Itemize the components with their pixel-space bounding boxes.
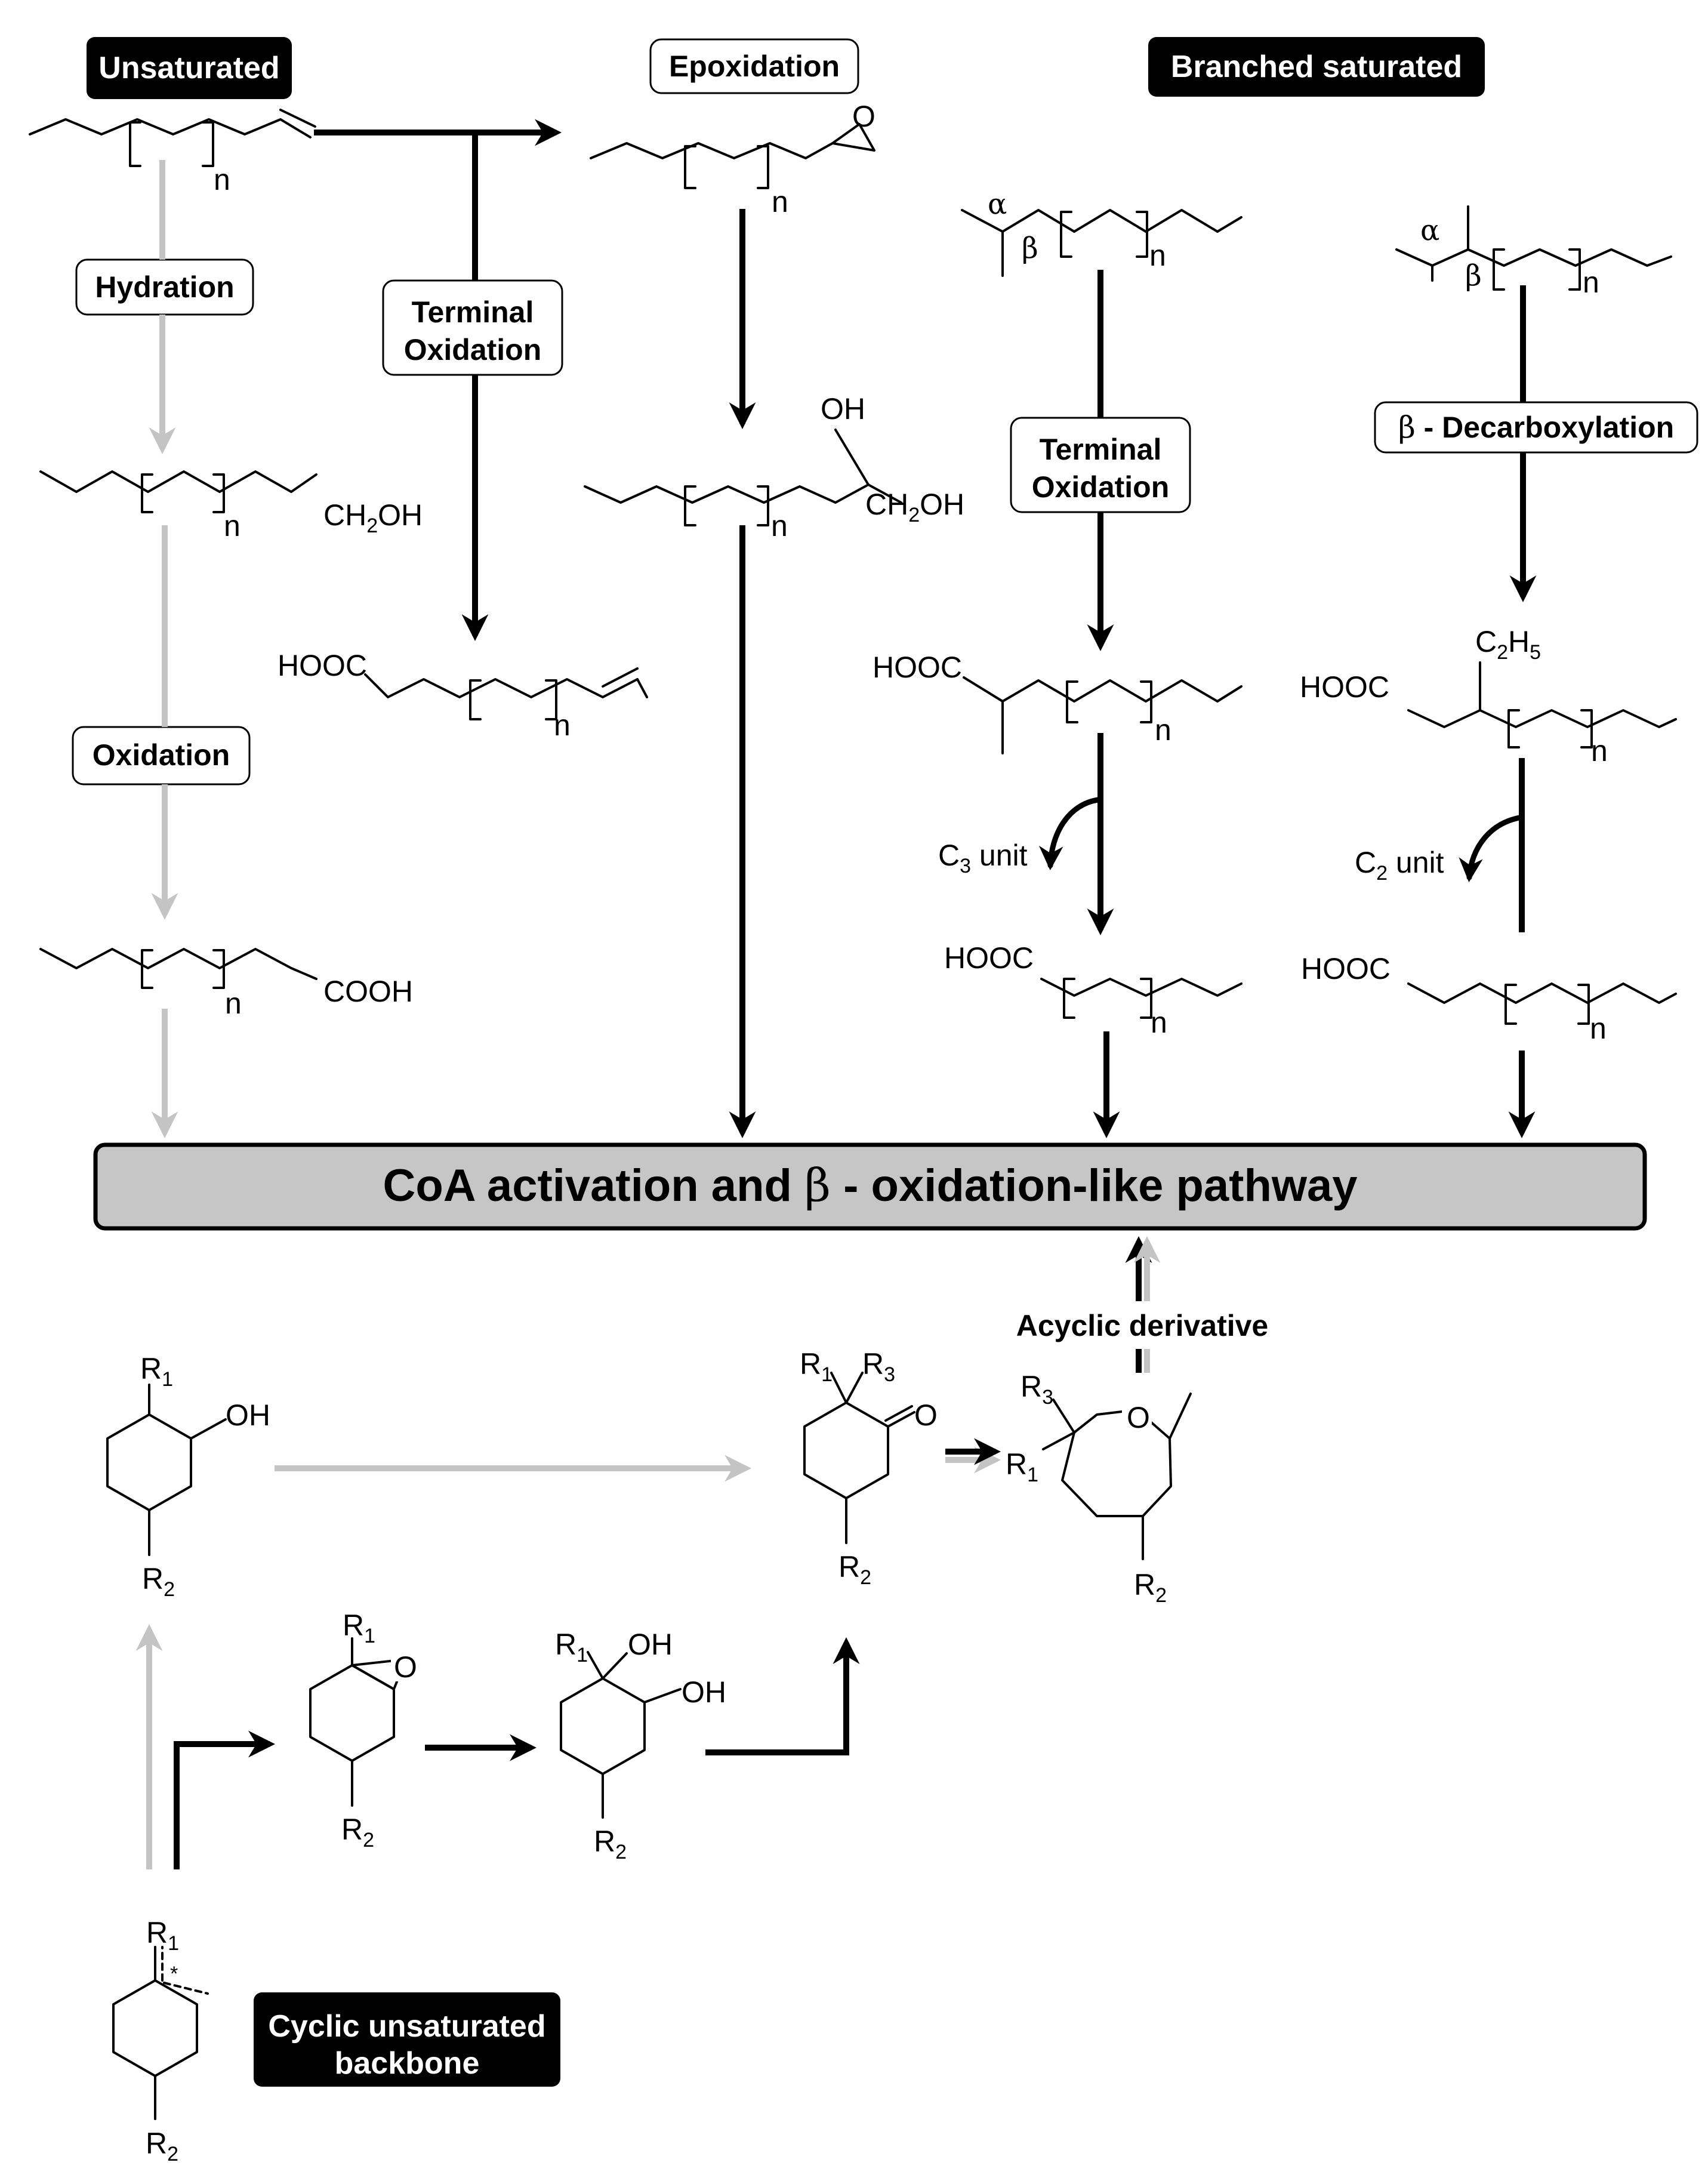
c2-unit-release-arrow — [1459, 815, 1522, 883]
n-subscript: n — [554, 708, 571, 742]
branched-acid-1-structure: HOOC n — [873, 651, 1243, 754]
r1-label: R1 — [800, 1347, 833, 1386]
unsaturated-header: Unsaturated — [87, 37, 292, 99]
hydration-label: Hydration — [95, 270, 234, 304]
c2h5-group: C2H5 — [1475, 625, 1541, 664]
n-subscript: n — [225, 987, 242, 1020]
c2-unit-label: C2 unit — [1355, 846, 1444, 885]
cyclic-unsaturated-label-1: Cyclic unsaturated — [268, 2009, 545, 2044]
terminal-oxidation-step-1: Terminal Oxidation — [382, 279, 563, 376]
r2-label: R2 — [142, 1562, 175, 1601]
alpha-label: α — [1420, 214, 1439, 247]
epoxide-oxygen: O — [394, 1650, 417, 1684]
alcohol-structure: n CH2OH — [39, 470, 423, 543]
unsaturated-alkene-structure: n — [29, 109, 316, 196]
n-subscript: n — [771, 509, 788, 543]
beta-decarboxylation-step: β - Decarboxylation — [1374, 401, 1698, 454]
cooh-group: COOH — [323, 975, 413, 1008]
oxidation-step: Oxidation — [72, 726, 251, 785]
epoxidation-label: Epoxidation — [669, 50, 840, 83]
beta-label: β — [1465, 259, 1482, 292]
cyclic-unsaturated-label-2: backbone — [335, 2046, 480, 2081]
r1-label: R1 — [1006, 1447, 1038, 1486]
acyclic-label-bg — [1003, 1301, 1289, 1349]
alpha-label: α — [988, 187, 1007, 221]
n-subscript: n — [1149, 239, 1166, 272]
shortened-acid-1-structure: HOOC n — [944, 941, 1243, 1039]
oh-group: OH — [682, 1675, 726, 1709]
ch2oh-group: CH2OH — [323, 498, 423, 537]
terminal-oxidation-step-2: Terminal Oxidation — [1010, 417, 1191, 513]
branched-beta-structure: α β n — [1395, 205, 1672, 299]
branched-acid-2-structure: HOOC C2H5 n — [1300, 625, 1677, 768]
branched-saturated-label: Branched saturated — [1171, 50, 1462, 84]
arrow-cyclic-to-epoxide — [174, 1730, 275, 1869]
r1-label: R1 — [140, 1352, 173, 1391]
carboxylic-acid-structure: n COOH — [39, 948, 413, 1020]
shortened-acid-2-structure: HOOC n — [1301, 952, 1677, 1045]
cyclic-diol-structure: R1 OH OH R2 — [555, 1628, 726, 1863]
r1-label: R1 — [146, 1916, 179, 1955]
epoxide-oxygen: O — [852, 100, 875, 133]
oh-group: OH — [628, 1628, 673, 1661]
hooc-group: HOOC — [1300, 670, 1389, 704]
r2-label: R2 — [1134, 1568, 1167, 1607]
coa-pathway-label: CoA activation and β - oxidation-like pa… — [383, 1159, 1357, 1212]
cyclic-epoxide-structure: O R1 R2 — [309, 1609, 420, 1852]
c3-unit-label: C3 unit — [938, 839, 1028, 877]
branched-saturated-header: Branched saturated — [1148, 37, 1485, 97]
r2-label: R2 — [594, 1825, 627, 1863]
hooc-group: HOOC — [278, 649, 367, 682]
hooc-group: HOOC — [944, 941, 1034, 975]
coa-pathway-bar: CoA activation and β - oxidation-like pa… — [93, 1142, 1647, 1231]
lactone-oxygen: O — [1127, 1401, 1150, 1434]
star-marker: * — [170, 1963, 178, 1985]
c3-unit-release-arrow — [1038, 797, 1101, 871]
n-subscript: n — [1591, 734, 1608, 768]
branched-alpha-structure: α β n — [961, 187, 1243, 277]
hooc-group: HOOC — [873, 651, 962, 684]
r1-label: R1 — [343, 1609, 375, 1647]
r1-label: R1 — [555, 1628, 588, 1666]
terminal-label: Terminal — [1040, 433, 1162, 466]
diol-structure: OH n CH2OH — [584, 392, 964, 543]
beta-decarboxylation-label: β - Decarboxylation — [1398, 410, 1674, 445]
terminal-acid-alkene-structure: HOOC n — [278, 649, 648, 742]
cyclic-unsaturated-structure: R1 * R2 — [112, 1916, 209, 2165]
oxidation-label: Oxidation — [93, 738, 230, 772]
r3-label: R3 — [1021, 1370, 1053, 1409]
r2-label: R2 — [341, 1813, 374, 1852]
cyclohexanone-structure: R1 R3 O R2 — [800, 1347, 938, 1589]
hydroxy-cyclohexane-structure: R1 OH R2 — [106, 1352, 270, 1601]
n-subscript: n — [224, 509, 241, 543]
n-subscript: n — [1590, 1012, 1607, 1045]
r2-label: R2 — [146, 2127, 178, 2165]
n-subscript: n — [214, 163, 230, 196]
beta-label: β — [1022, 232, 1038, 265]
epoxide-structure: O n — [590, 100, 875, 218]
n-subscript: n — [1583, 266, 1599, 299]
oxidation-label: Oxidation — [1032, 470, 1170, 504]
arrow-diol-to-ketone — [705, 1637, 860, 1755]
terminal-label: Terminal — [412, 295, 534, 329]
hooc-group: HOOC — [1301, 952, 1391, 985]
cyclic-unsaturated-header: Cyclic unsaturated backbone — [254, 1992, 560, 2087]
n-subscript: n — [772, 185, 788, 218]
n-subscript: n — [1155, 713, 1171, 747]
hydration-step: Hydration — [75, 258, 254, 316]
oxidation-label: Oxidation — [404, 333, 542, 366]
lactone-structure: O R3 R1 R2 — [1006, 1370, 1192, 1607]
r3-label: R3 — [862, 1347, 895, 1386]
ketone-oxygen: O — [914, 1398, 938, 1432]
oh-group: OH — [226, 1398, 270, 1432]
acyclic-derivative-label: Acyclic derivative — [1016, 1309, 1269, 1342]
r2-label: R2 — [838, 1550, 871, 1589]
epoxidation-header: Epoxidation — [649, 38, 859, 94]
unsaturated-label: Unsaturated — [98, 51, 279, 85]
oh-group: OH — [821, 392, 865, 426]
n-subscript: n — [1151, 1006, 1167, 1039]
ch2oh-group: CH2OH — [865, 488, 964, 526]
